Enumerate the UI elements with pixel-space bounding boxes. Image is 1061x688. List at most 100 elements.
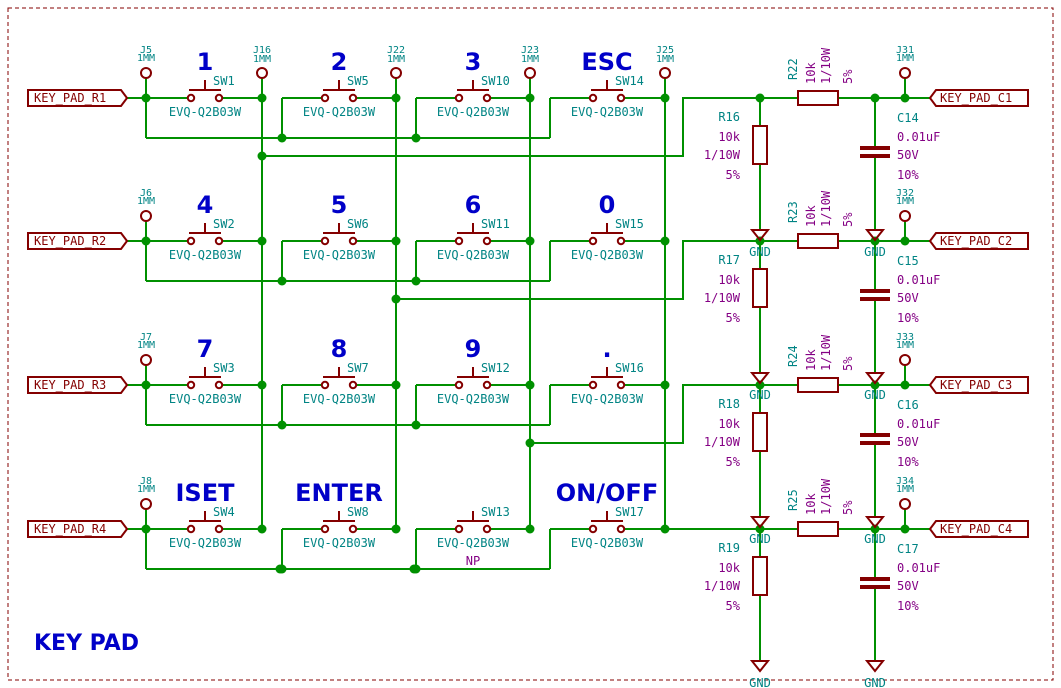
col-net-label: KEY_PAD_C1 [940,91,1012,105]
ground-icon [749,660,771,673]
wires-layer [127,78,930,661]
ground-label: GND [864,676,886,688]
switch-ref: SW12 [481,361,510,375]
junction-dot [525,438,535,448]
switch-contact [454,380,464,390]
ground-label: GND [749,676,771,688]
pulldown-ref: R16 [718,110,740,124]
switch-contact [348,524,358,534]
switch-part: EVQ-Q2B03W [437,536,510,550]
series-value: 10k [804,205,818,227]
row-net-label: KEY_PAD_R3 [34,378,106,392]
switch-part: EVQ-Q2B03W [169,392,242,406]
testpoint-icon [659,67,671,79]
switch-ref: SW8 [347,505,369,519]
junction-dot [277,276,287,286]
switch-contact [186,380,196,390]
junction-dot [277,420,287,430]
switch-ref: SW16 [615,361,644,375]
switch-contact [214,93,224,103]
row-net-label: KEY_PAD_R1 [34,91,106,105]
pulldown-tolerance: 5% [726,599,741,613]
capacitor-plate [860,433,890,437]
switch-contact [616,380,626,390]
key-legend: 7 [197,335,214,363]
switch-part: EVQ-Q2B03W [571,536,644,550]
row-net-label: KEY_PAD_R2 [34,234,106,248]
junction-dot [409,564,419,574]
switch-part: EVQ-Q2B03W [303,392,376,406]
testpoint-icon [140,210,152,222]
switch-contact [616,524,626,534]
key-legend: 1 [197,48,214,76]
switch-contact [348,93,358,103]
junction-dot [257,236,267,246]
capacitor-plate [860,441,890,445]
ground-icon [749,229,771,242]
junction-dot [411,420,421,430]
switch-part: EVQ-Q2B03W [571,248,644,262]
pulldown-power: 1/10W [704,291,741,305]
testpoint-value: 1MM [137,340,155,351]
junction-dot [257,151,267,161]
key-legend: ON/OFF [556,479,658,507]
key-legend: ENTER [295,479,383,507]
testpoint-icon [140,67,152,79]
series-tolerance: 5% [841,356,855,371]
testpoint-icon [140,498,152,510]
junction-dot [391,294,401,304]
col1-link [262,97,760,157]
switch-contact [348,236,358,246]
capacitor-tolerance: 10% [897,599,919,613]
row-net-label-shape [27,89,129,107]
switch-part: EVQ-Q2B03W [169,105,242,119]
junction-dot [257,380,267,390]
testpoint-ref: J25 [656,45,674,56]
switch-contact [320,93,330,103]
junction-dot [660,380,670,390]
pulldown-resistor-body [752,412,768,452]
junction-dot [525,380,535,390]
testpoint-icon [390,67,402,79]
series-power: 1/10W [819,47,833,84]
switch-contact [320,236,330,246]
switch-contact [320,524,330,534]
pulldown-resistor-body [752,125,768,165]
switch-ref: SW6 [347,217,369,231]
col3-link [530,384,760,444]
series-resistor-body [797,377,839,393]
ground-label: GND [864,532,886,546]
switch-contact [186,93,196,103]
row-net-label-shape [27,520,129,538]
capacitor-plate [860,146,890,150]
ground-label: GND [864,388,886,402]
junction-dot [411,133,421,143]
switch-ref: SW11 [481,217,510,231]
junction-dot [277,133,287,143]
ground-icon [864,660,886,673]
series-ref: R24 [786,345,800,367]
testpoint-ref: J22 [387,45,405,56]
pulldown-power: 1/10W [704,579,741,593]
switch-part: EVQ-Q2B03W [571,392,644,406]
switch-contact [214,380,224,390]
pulldown-value: 10k [718,561,740,575]
switch-part: EVQ-Q2B03W [169,536,242,550]
col2-link [396,240,760,300]
pulldown-ref: R17 [718,253,740,267]
testpoint-ref: J23 [521,45,539,56]
switch-ref: SW4 [213,505,235,519]
switch-contact [482,524,492,534]
testpoint-value: 1MM [656,54,674,65]
ground-label: GND [749,532,771,546]
switch-ref: SW10 [481,74,510,88]
testpoint-value: 1MM [387,54,405,65]
testpoint-ref: J32 [896,188,914,199]
ground-label: GND [749,245,771,259]
switch-contact [588,524,598,534]
series-value: 10k [804,349,818,371]
series-ref: R23 [786,201,800,223]
series-value: 10k [804,493,818,515]
col-net-label-shape [928,89,1029,107]
